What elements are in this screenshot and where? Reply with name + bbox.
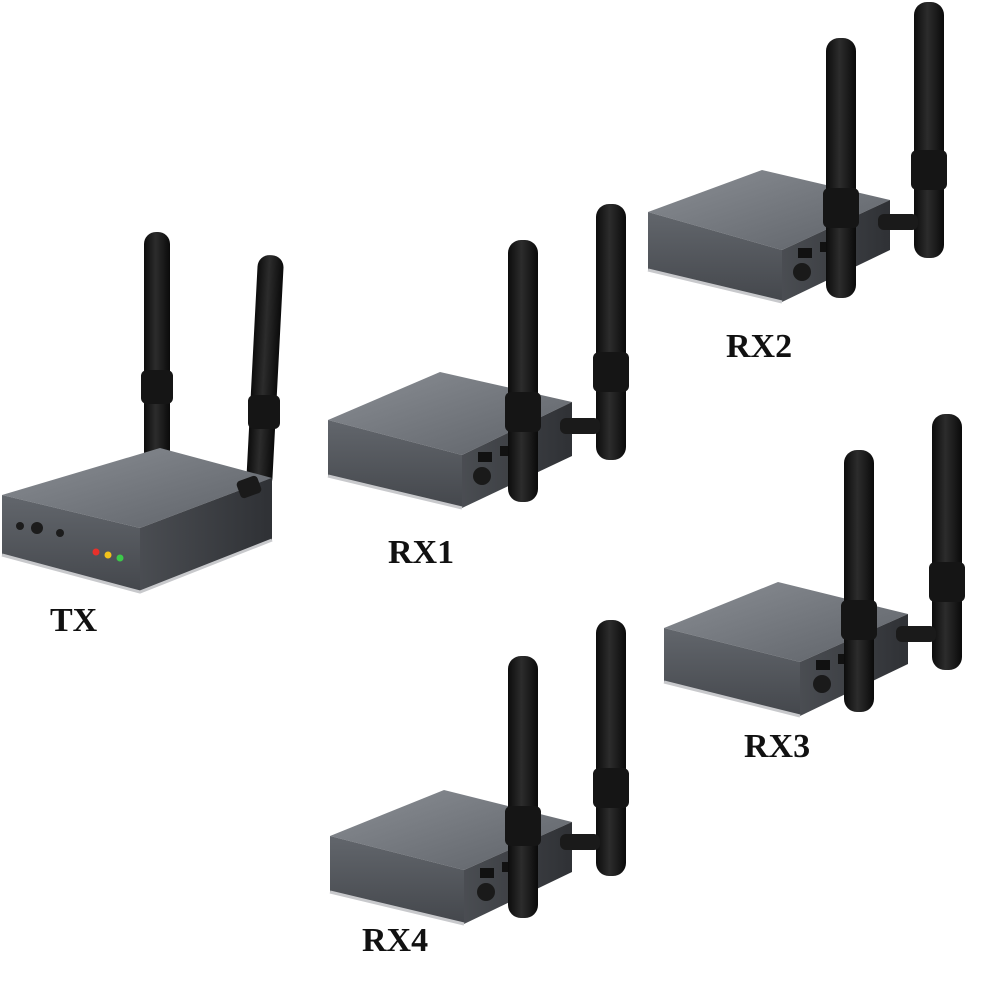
rx1-label: RX1 <box>388 534 455 571</box>
antenna-icon <box>141 232 173 472</box>
rx4-label: RX4 <box>362 922 429 959</box>
antenna-icon <box>896 414 965 670</box>
antenna-icon <box>841 450 877 712</box>
antenna-icon <box>560 204 629 460</box>
tx-device <box>1 232 284 594</box>
antenna-icon <box>505 656 541 918</box>
led-yellow-icon <box>104 551 112 559</box>
tx-label: TX <box>50 602 98 639</box>
antenna-icon <box>560 620 629 876</box>
rx1-device <box>327 204 629 510</box>
rx2-label: RX2 <box>726 328 793 365</box>
led-red-icon <box>92 548 100 556</box>
rx4-device <box>329 620 629 926</box>
antenna-icon <box>823 38 859 298</box>
antenna-icon <box>878 2 947 258</box>
antenna-icon <box>505 240 541 502</box>
antenna-icon <box>246 255 284 490</box>
rx3-device <box>663 414 965 718</box>
rx2-device <box>647 2 947 304</box>
led-green-icon <box>116 554 124 562</box>
rx3-label: RX3 <box>744 728 811 765</box>
